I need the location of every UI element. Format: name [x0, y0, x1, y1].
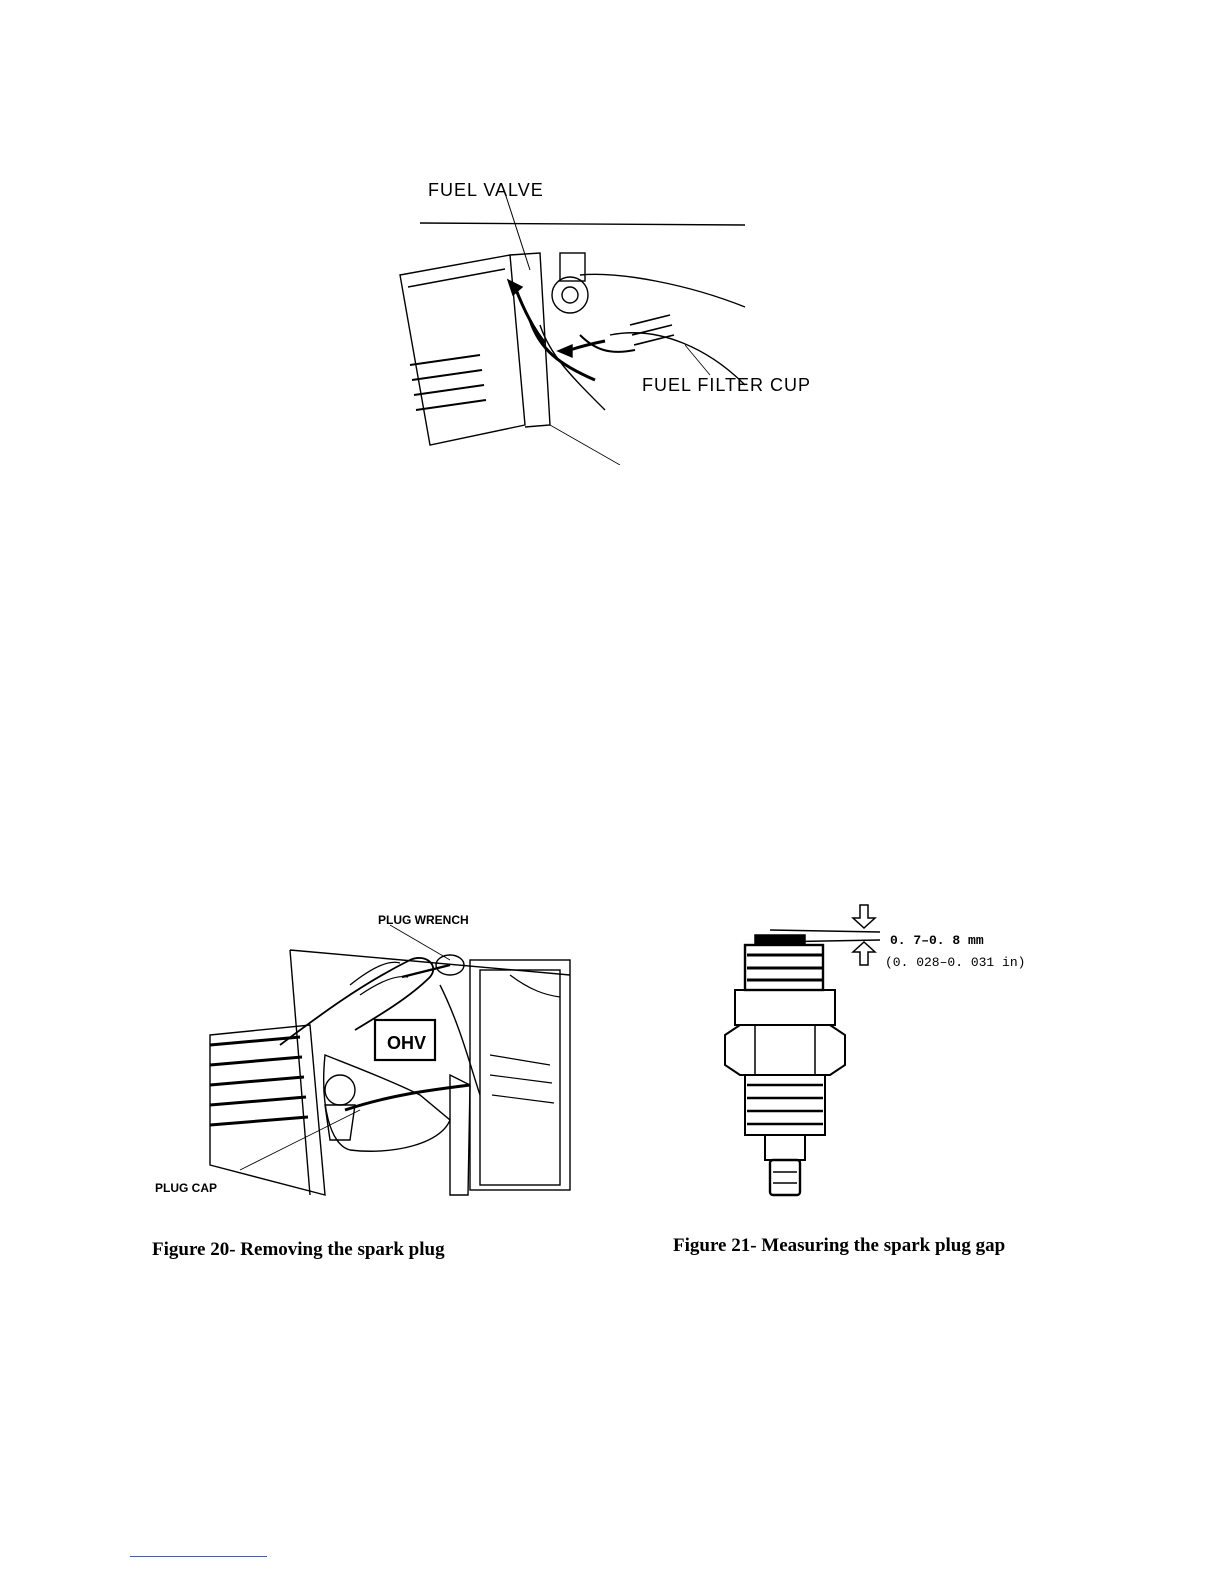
spark-plug-gap-illustration: 0. 7–0. 8 mm (0. 028–0. 031 in) [715, 900, 1035, 1200]
plug-cap-label: PLUG CAP [155, 1181, 217, 1195]
figure-20-caption: Figure 20- Removing the spark plug [152, 1239, 445, 1261]
footnote-divider [130, 1556, 267, 1557]
fuel-valve-illustration: FUEL VALVE FUEL FILTER CUP [380, 175, 850, 465]
ohv-badge: OHV [387, 1033, 426, 1054]
plug-wrench-label: PLUG WRENCH [378, 913, 469, 927]
spark-plug-removal-illustration: PLUG WRENCH PLUG CAP OHV [150, 905, 620, 1205]
gap-inch-value: (0. 028–0. 031 in) [885, 955, 1025, 970]
gap-mm-value: 0. 7–0. 8 mm [890, 933, 984, 948]
fuel-filter-cup-label: FUEL FILTER CUP [642, 375, 811, 396]
fuel-valve-label: FUEL VALVE [428, 180, 544, 201]
figure-21-caption: Figure 21- Measuring the spark plug gap [673, 1235, 1005, 1257]
